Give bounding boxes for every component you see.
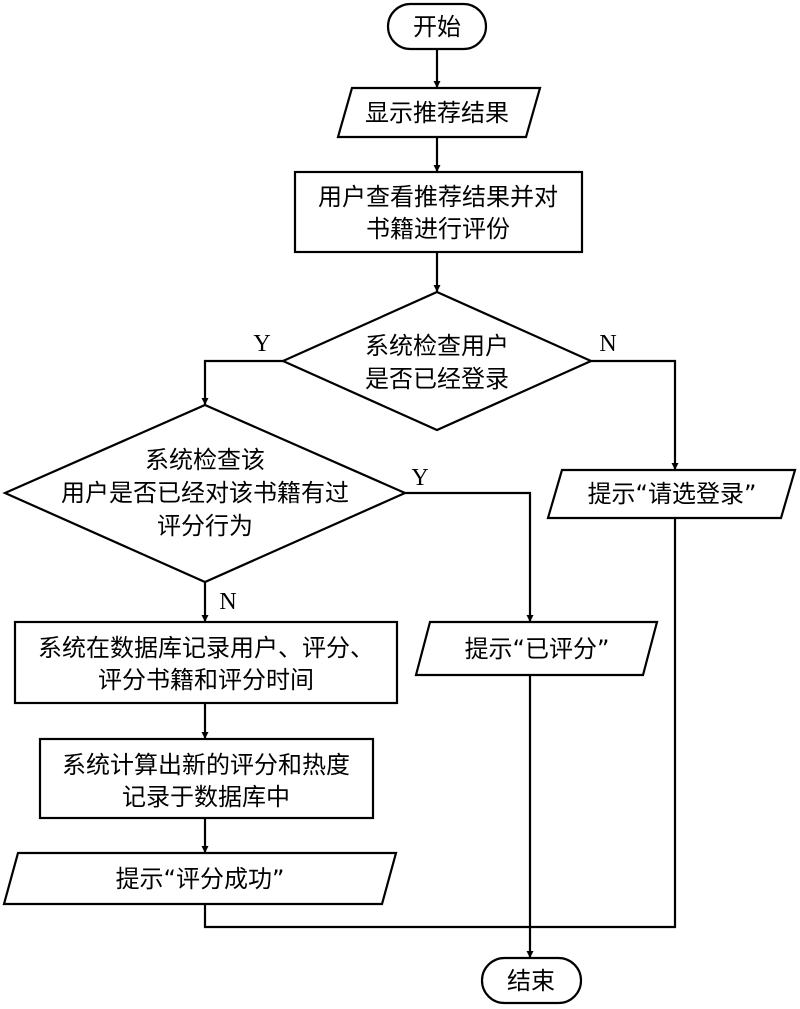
record-rating-line1: 系统在数据库记录用户、评分、	[38, 634, 374, 662]
compute-rating-line2: 记录于数据库中	[122, 783, 290, 811]
prompt-login-io: 提示“请选登录”	[546, 468, 797, 520]
user-view-rate-line2: 书籍进行评份	[366, 215, 510, 243]
rated-yes-label: Y	[411, 465, 428, 491]
compute-rating-line1: 系统计算出新的评分和热度	[62, 751, 350, 779]
check-rated-line1: 系统检查该	[145, 446, 265, 474]
check-rated-line3: 评分行为	[157, 512, 253, 540]
arrow-login-no	[591, 359, 679, 470]
check-login-line1: 系统检查用户	[365, 332, 509, 360]
connectors	[201, 49, 679, 958]
prompt-already-rated-io: 提示“已评分”	[414, 620, 659, 677]
login-no-label: N	[599, 331, 616, 357]
user-view-rate-process: 用户查看推荐结果并对 书籍进行评份	[293, 170, 584, 254]
rated-no-label: N	[219, 589, 236, 615]
display-recommendations-label: 显示推荐结果	[365, 99, 509, 127]
record-rating-process: 系统在数据库记录用户、评分、 评分书籍和评分时间	[13, 620, 399, 705]
prompt-success-io: 提示“评分成功”	[2, 851, 398, 906]
compute-rating-process: 系统计算出新的评分和热度 记录于数据库中	[38, 737, 375, 820]
check-login-line2: 是否已经登录	[365, 365, 509, 393]
end-terminator: 结束	[480, 956, 583, 1005]
prompt-success-label: 提示“评分成功”	[116, 865, 285, 893]
arrow-login-yes	[201, 359, 283, 405]
prompt-already-rated-label: 提示“已评分”	[465, 635, 610, 663]
start-label: 开始	[413, 13, 461, 41]
prompt-login-label: 提示“请选登录”	[588, 480, 757, 508]
record-rating-line2: 评分书籍和评分时间	[98, 666, 314, 694]
check-rated-decision: 系统检查该 用户是否已经对该书籍有过 评分行为	[2, 403, 408, 584]
login-yes-label: Y	[253, 331, 270, 357]
check-rated-line2: 用户是否已经对该书籍有过	[61, 479, 349, 507]
line-success-and-login-merge	[203, 518, 677, 929]
display-recommendations-io: 显示推荐结果	[336, 86, 542, 139]
user-view-rate-line1: 用户查看推荐结果并对	[318, 183, 558, 211]
arrow-rated-yes	[405, 491, 534, 622]
end-label: 结束	[507, 967, 555, 995]
check-login-decision: 系统检查用户 是否已经登录	[280, 290, 594, 432]
start-terminator: 开始	[386, 2, 488, 51]
